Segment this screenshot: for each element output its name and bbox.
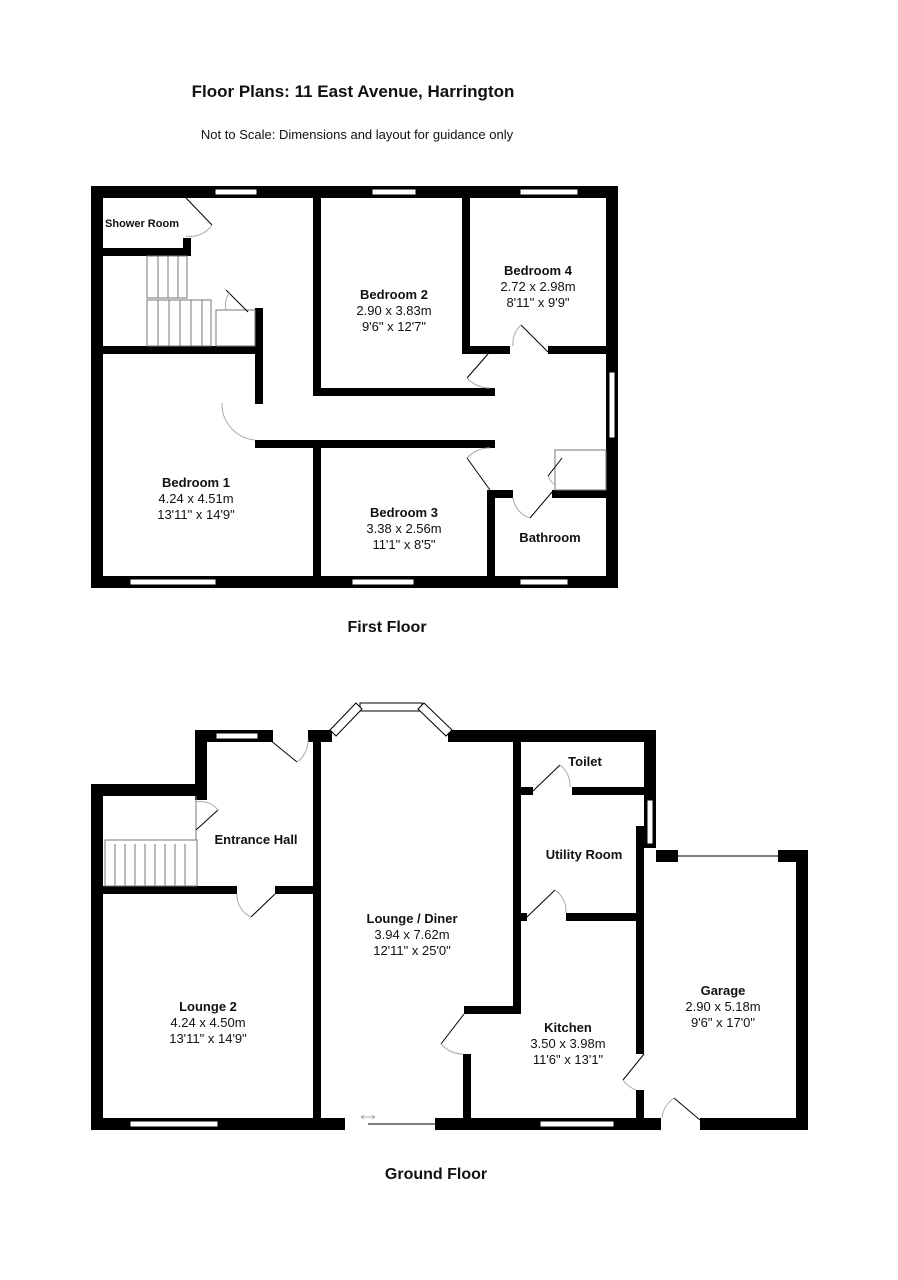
first-floor-walls [91, 186, 618, 588]
room-lounge-2: Lounge 2 4.24 x 4.50m 13'11" x 14'9" [169, 999, 247, 1046]
page-subtitle: Not to Scale: Dimensions and layout for … [200, 127, 514, 142]
page-title: Floor Plans: 11 East Avenue, Harrington [191, 82, 515, 101]
room-utility-room: Utility Room [545, 847, 623, 862]
room-shower-room: Shower Room [105, 218, 179, 230]
first-floor-doors [185, 197, 563, 519]
room-garage: Garage 2.90 x 5.18m 9'6" x 17'0" [685, 983, 761, 1030]
first-floor-title: First Floor [347, 619, 427, 636]
first-floor-stairs [146, 255, 607, 491]
room-toilet: Toilet [568, 754, 602, 769]
ground-floor-windows [129, 702, 654, 1128]
room-bedroom-1: Bedroom 1 4.24 x 4.51m 13'11" x 14'9" [157, 475, 235, 522]
first-floor-windows [129, 188, 616, 586]
room-entrance-hall: Entrance Hall [214, 832, 298, 847]
room-lounge-diner: Lounge / Diner 3.94 x 7.62m 12'11" x 25'… [366, 911, 458, 958]
room-bedroom-2: Bedroom 2 2.90 x 3.83m 9'6" x 12'7" [356, 287, 432, 334]
ground-floor-doors [195, 739, 778, 1125]
room-bedroom-4: Bedroom 4 2.72 x 2.98m 8'11" x 9'9" [500, 263, 576, 310]
room-kitchen: Kitchen 3.50 x 3.98m 11'6" x 13'1" [530, 1020, 606, 1067]
ground-floor-title: Ground Floor [384, 1166, 488, 1183]
room-bedroom-3: Bedroom 3 3.38 x 2.56m 11'1" x 8'5" [366, 505, 442, 552]
ground-floor-stairs [104, 796, 198, 887]
room-bathroom: Bathroom [519, 530, 581, 545]
